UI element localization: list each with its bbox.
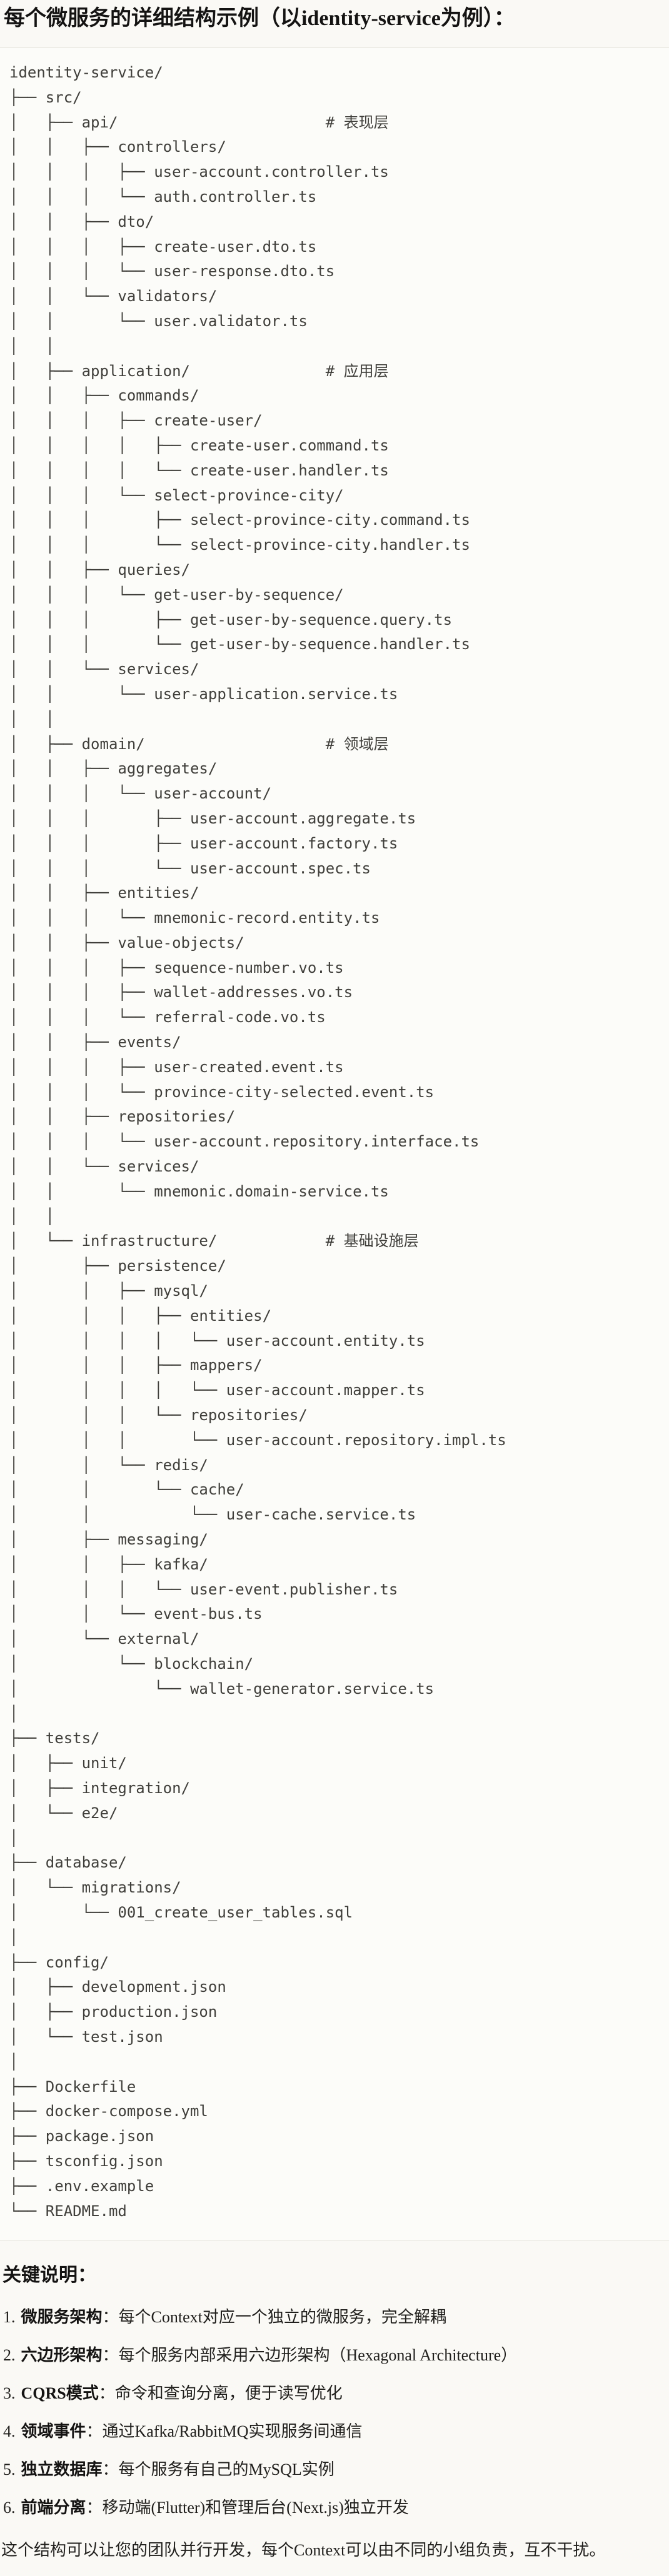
- notes-heading: 关键说明：: [3, 2265, 96, 2286]
- note-item-frontend-separation: 6. 前端分离：移动端(Flutter)和管理后台(Next.js)独立开发: [3, 2495, 669, 2520]
- notes-list: 1.微服务架构：每个Context对应一个独立的微服务，完全解耦 2.六边形架构…: [0, 2305, 669, 2520]
- page-title: 每个微服务的详细结构示例（以identity-service为例）：: [4, 7, 515, 30]
- note-item-domain-events: 4. 领域事件：通过Kafka/RabbitMQ实现服务间通信: [3, 2419, 669, 2444]
- note-label: 微服务架构: [21, 2308, 103, 2327]
- note-number: 4.: [3, 2422, 16, 2441]
- note-colon: ：: [102, 2346, 119, 2365]
- document-page: 每个微服务的详细结构示例（以identity-service为例）： ident…: [0, 4, 669, 2573]
- note-text: 每个服务有自己的MySQL实例: [118, 2460, 334, 2479]
- note-label: 独立数据库: [21, 2460, 103, 2479]
- note-item-cqrs: 3. CQRS模式：命令和查询分离，便于读写优化: [3, 2381, 669, 2406]
- note-item-hexagonal: 2. 六边形架构：每个服务内部采用六边形架构（Hexagonal Architec…: [3, 2343, 669, 2368]
- note-number: 1.: [3, 2308, 16, 2327]
- note-label: 六边形架构: [21, 2346, 103, 2365]
- note-number: 6.: [3, 2499, 16, 2517]
- note-text: 通过Kafka/RabbitMQ实现服务间通信: [102, 2422, 363, 2441]
- note-text: 每个服务内部采用六边形架构（Hexagonal Architecture）: [118, 2346, 518, 2365]
- note-text: 命令和查询分离，便于读写优化: [114, 2384, 343, 2403]
- note-colon: ：: [86, 2499, 103, 2517]
- note-colon: ：: [102, 2460, 119, 2479]
- note-colon: ：: [102, 2308, 119, 2327]
- note-colon: ：: [86, 2422, 103, 2441]
- note-item-microservices: 1. 微服务架构：每个Context对应一个独立的微服务，完全解耦: [3, 2305, 669, 2330]
- directory-tree: identity-service/ ├── src/ │ ├── api/ # …: [9, 64, 506, 2220]
- note-number: 5.: [3, 2460, 16, 2479]
- note-text: 移动端(Flutter)和管理后台(Next.js)独立开发: [102, 2499, 409, 2517]
- note-label: CQRS模式: [21, 2384, 99, 2403]
- note-item-independent-db: 5. 独立数据库：每个服务有自己的MySQL实例: [3, 2457, 669, 2482]
- note-label: 领域事件: [21, 2422, 86, 2441]
- directory-tree-code-block: identity-service/ ├── src/ │ ├── api/ # …: [0, 47, 669, 2242]
- note-colon: ：: [98, 2384, 115, 2403]
- note-text: 每个Context对应一个独立的微服务，完全解耦: [118, 2308, 446, 2327]
- closing-paragraph: 这个结构可以让您的团队并行开发，每个Context可以由不同的小组负责，互不干扰…: [1, 2541, 606, 2560]
- note-label: 前端分离: [21, 2499, 86, 2517]
- note-number: 3.: [3, 2384, 16, 2403]
- note-number: 2.: [3, 2346, 16, 2365]
